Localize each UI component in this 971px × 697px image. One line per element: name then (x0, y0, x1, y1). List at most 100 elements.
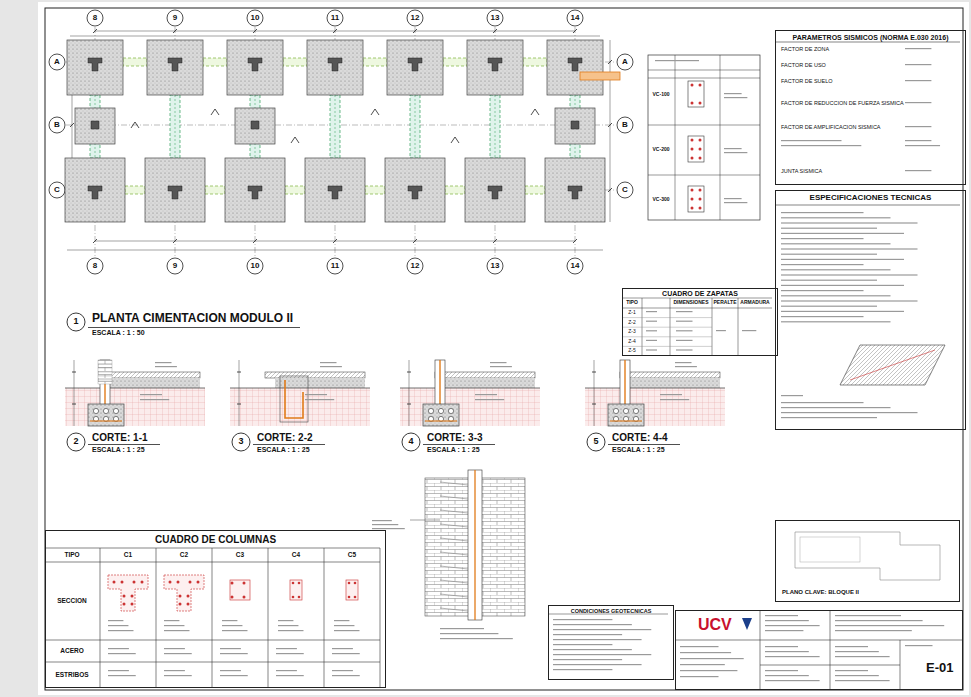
view-title: CORTE: 3-3 (427, 432, 483, 443)
drawing-shape (307, 40, 363, 95)
panel-box: PARAMETROS SISMICOS (NORMA E.030 2016) (775, 30, 966, 185)
drawing-shape (330, 95, 340, 158)
unreadable-text (332, 675, 360, 676)
panel-title: CONDICIONES GEOTECNICAS (549, 608, 673, 614)
unreadable-text (781, 254, 877, 255)
unreadable-text (220, 653, 248, 654)
unreadable-text (475, 394, 497, 395)
grid-label: 12 (411, 14, 420, 23)
drawing-circle (169, 581, 172, 584)
drawing-line (608, 60, 612, 64)
unreadable-text (164, 648, 185, 649)
drawing-line (775, 205, 960, 206)
drawing-line (253, 444, 325, 445)
unreadable-text (781, 259, 904, 260)
drawing-path (742, 618, 752, 630)
drawing-line (495, 95, 496, 158)
drawing-circle (189, 581, 192, 584)
drawing-circle (67, 433, 85, 451)
table-cell: Z-5 (628, 349, 636, 355)
unreadable-text (305, 399, 334, 400)
drawing-shape (346, 580, 358, 600)
unreadable-text (724, 152, 747, 153)
unreadable-text (553, 644, 612, 645)
drawing-shape (305, 158, 365, 222)
unreadable-text (781, 407, 891, 408)
drawing-line (622, 308, 772, 309)
drawing-circle (292, 582, 295, 585)
drawing-shape (523, 58, 547, 66)
unreadable-text (905, 48, 931, 49)
unreadable-text (680, 664, 725, 665)
drawing-shape (445, 378, 535, 388)
drawing-shape (90, 95, 100, 158)
drawing-circle (448, 408, 453, 413)
panel-title: ESPECIFICACIONES TECNICAS (776, 194, 965, 203)
drawing-circle (699, 189, 702, 192)
unreadable-text (222, 620, 237, 621)
unreadable-text (724, 148, 742, 149)
drawing-line (268, 548, 269, 688)
drawing-shape (608, 404, 644, 426)
drawing-circle (407, 10, 423, 26)
drawing-line (648, 78, 760, 79)
table-cell: C2 (180, 551, 188, 558)
drawing-line (413, 239, 417, 243)
unreadable-text (155, 366, 177, 367)
grid-label: 11 (331, 262, 339, 271)
unreadable-text (334, 630, 359, 631)
drawing-line (45, 640, 380, 641)
unreadable-text (675, 366, 697, 367)
drawing-path (291, 137, 299, 143)
unreadable-text (835, 625, 944, 626)
unreadable-text (905, 126, 931, 127)
drawing-shape (235, 108, 275, 144)
unreadable-text (781, 228, 877, 229)
drawing-circle (167, 10, 183, 26)
view-title: CORTE: 1-1 (92, 432, 148, 443)
drawing-circle (49, 182, 65, 198)
drawing-shape (45, 8, 963, 690)
unreadable-text (372, 520, 392, 521)
callout-number: 1 (73, 317, 78, 327)
drawing-line (212, 548, 213, 688)
grid-label: 9 (173, 14, 177, 23)
drawing-path (168, 58, 182, 71)
drawing-shape (98, 376, 112, 380)
unreadable-text (108, 630, 133, 631)
unreadable-text (781, 300, 918, 301)
drawing-shape (468, 470, 482, 620)
drawing-path (531, 109, 539, 115)
drawing-shape (525, 186, 545, 194)
drawing-circle (699, 102, 702, 105)
unreadable-text (781, 295, 891, 296)
drawing-circle (617, 54, 633, 70)
drawing-circle (247, 258, 263, 274)
grid-label: 8 (93, 262, 97, 271)
drawing-circle (298, 596, 301, 599)
drawing-circle (487, 258, 503, 274)
drawing-line (72, 372, 76, 373)
unreadable-text (676, 349, 693, 350)
unreadable-text (440, 628, 484, 629)
drawing-path (328, 58, 342, 71)
drawing-line (622, 336, 712, 337)
table-cell: TIPO (64, 551, 79, 558)
drawing-shape (648, 55, 760, 220)
drawing-line (440, 524, 468, 527)
drawing-line (622, 317, 712, 318)
drawing-path (488, 186, 502, 199)
panel-box: CONDICIONES GEOTECNICAS (548, 605, 674, 680)
drawing-circle (617, 117, 633, 133)
panel-title: PLANO CLAVE: BLOQUE II (782, 589, 859, 596)
drawing-circle (354, 596, 357, 599)
table-cell: C1 (124, 551, 132, 558)
table-cell: C4 (292, 551, 300, 558)
drawing-circle (613, 408, 618, 413)
drawing-circle (231, 582, 234, 585)
unreadable-text (334, 625, 354, 626)
drawing-circle (49, 54, 65, 70)
drawing-line (239, 360, 240, 426)
unreadable-text (724, 93, 742, 94)
view-title: ESCALA : 1 : 25 (612, 446, 665, 454)
